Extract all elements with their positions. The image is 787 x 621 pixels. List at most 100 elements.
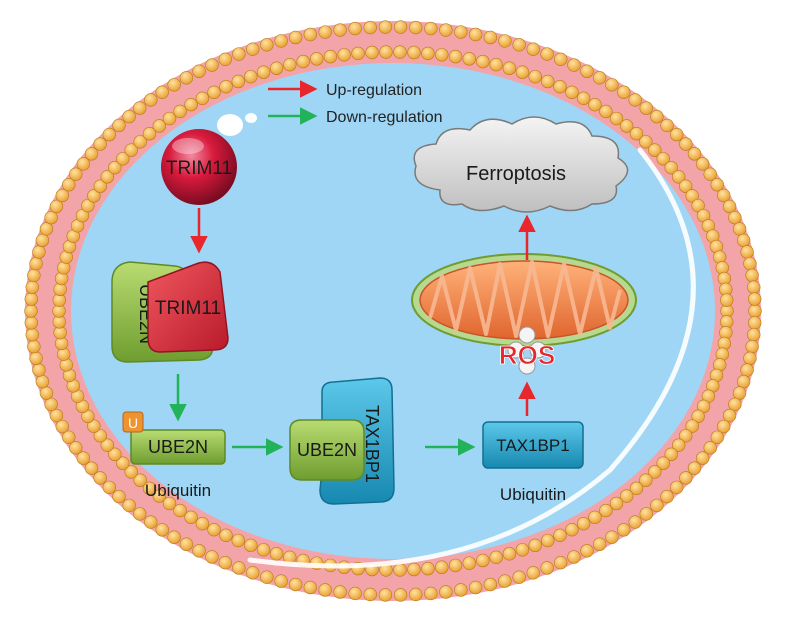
- ubiquitin-tag-icon: [122, 411, 144, 433]
- lipid-head: [448, 49, 463, 64]
- lipid-head: [24, 316, 39, 330]
- lipid-head: [195, 516, 210, 531]
- lipid-head: [195, 91, 210, 106]
- lipid-head: [112, 118, 126, 133]
- lipid-head: [62, 178, 76, 192]
- lipid-head: [100, 438, 115, 452]
- lipid-head: [184, 97, 198, 112]
- lipid-head: [685, 189, 699, 203]
- lipid-head: [337, 48, 351, 62]
- lipid-head: [205, 58, 219, 72]
- lipid-head: [664, 447, 678, 462]
- lipid-head: [605, 530, 619, 544]
- lipid-head: [540, 561, 554, 575]
- lipid-head: [439, 585, 453, 599]
- ube2n-label: UBE2N: [148, 437, 208, 457]
- lipid-head: [489, 550, 503, 565]
- lipid-head: [747, 328, 761, 342]
- lipid-head: [435, 48, 449, 62]
- lipid-head: [179, 71, 194, 85]
- lipid-head: [218, 52, 232, 67]
- lipid-head: [363, 587, 377, 602]
- lipid-head: [599, 503, 613, 518]
- lipid-head: [740, 363, 754, 377]
- lipid-head: [167, 530, 181, 544]
- lipid-head: [76, 451, 91, 465]
- lipid-head: [554, 52, 568, 67]
- lipid-head: [628, 515, 642, 529]
- mitochondrion-icon: [411, 253, 637, 347]
- membrane-core: [36, 30, 750, 592]
- complex2-tax1bp1-label: TAX1BP1: [362, 405, 382, 483]
- lipid-head: [378, 588, 393, 602]
- ube2n-ubiquitinated: U UBE2N Ubiquitin: [122, 411, 226, 500]
- complex-trim11-label: TRIM11: [155, 298, 221, 319]
- lipid-head: [296, 54, 310, 69]
- lipid-head: [100, 170, 115, 184]
- lipid-head: [365, 45, 379, 60]
- lipid-head: [348, 586, 362, 601]
- lipid-head: [232, 47, 246, 61]
- lipid-head: [269, 61, 284, 75]
- lipid-head: [512, 570, 526, 584]
- lipid-head: [55, 188, 69, 203]
- lipid-head: [378, 20, 393, 34]
- lipid-head: [55, 419, 69, 434]
- lipid-head: [679, 137, 693, 151]
- lipid-head: [609, 496, 624, 511]
- lipid-head: [393, 20, 408, 34]
- lipid-head: [576, 91, 591, 106]
- lipid-head: [678, 429, 693, 443]
- lipid-head: [609, 111, 624, 126]
- lipid-head: [660, 118, 674, 133]
- lipid-head: [454, 25, 468, 39]
- lipid-head: [162, 496, 177, 511]
- complex2-ube2n-label: UBE2N: [297, 440, 357, 460]
- lipid-head: [691, 409, 705, 424]
- lipid-head: [743, 351, 757, 366]
- lipid-head: [639, 473, 653, 487]
- lipid-head: [747, 292, 762, 306]
- lipid-head: [720, 293, 734, 307]
- lipid-head: [162, 111, 177, 126]
- lipid-head: [152, 489, 167, 503]
- lipid-head: [710, 178, 724, 192]
- lipid-head: [747, 316, 762, 330]
- lipid-head: [93, 471, 107, 485]
- tax1bp1-ubiquitin-caption: Ubiquitin: [500, 485, 566, 504]
- lipid-head: [363, 20, 377, 35]
- lipid-head: [553, 79, 567, 94]
- lipid-head: [142, 481, 157, 495]
- cell-highlight: [247, 147, 696, 569]
- lipid-head: [512, 38, 526, 52]
- lipid-head: [628, 93, 642, 107]
- lipid-head: [232, 561, 246, 575]
- lipid-head: [133, 507, 147, 521]
- lipid-head: [244, 538, 258, 553]
- lipid-head: [747, 280, 761, 294]
- lipid-head: [35, 374, 50, 389]
- lipid-head: [260, 570, 274, 584]
- lipid-head: [483, 577, 498, 592]
- lipid-head: [592, 537, 607, 551]
- ube2n-tax1bp1-complex: TAX1BP1 UBE2N: [289, 377, 395, 505]
- lipid-head: [318, 25, 332, 39]
- lipid-head: [192, 64, 206, 78]
- ros-node: ROS: [498, 326, 556, 375]
- lipid-head: [155, 523, 169, 537]
- lipid-head: [318, 583, 332, 597]
- lipid-head: [124, 465, 138, 479]
- lipid-head: [87, 189, 101, 203]
- lipid-head: [39, 386, 54, 400]
- lipid-head: [679, 471, 693, 485]
- lipid-head: [231, 74, 245, 89]
- ube2n-box: [130, 429, 226, 465]
- lipid-head: [303, 27, 318, 42]
- lipid-head: [87, 419, 101, 433]
- cloud-icon: Ferroptosis: [413, 116, 629, 213]
- lipid-head: [617, 523, 631, 537]
- lipid-head: [93, 137, 107, 151]
- lipid-head: [421, 561, 435, 576]
- lipid-head: [476, 54, 490, 69]
